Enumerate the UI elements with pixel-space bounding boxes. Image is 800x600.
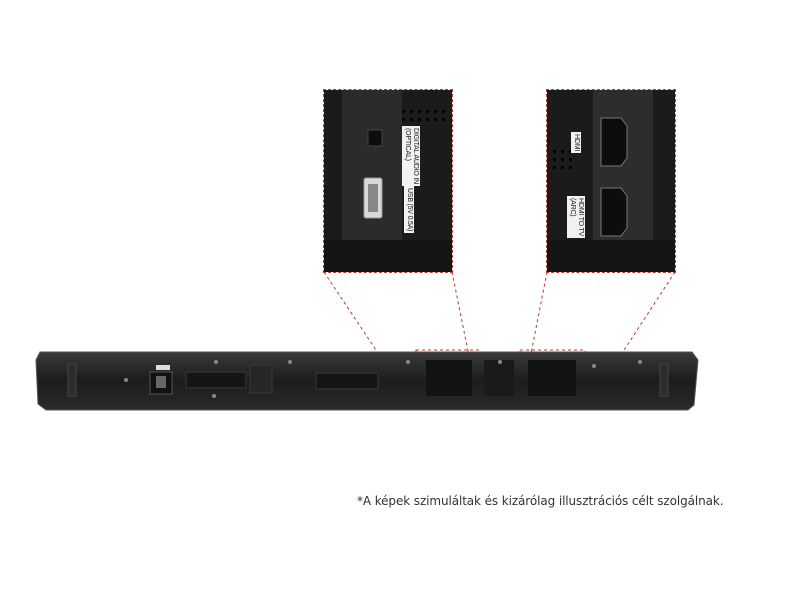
zoom-optical-usb: DIGITAL AUDIO IN (OPTICAL) USB (5V 0.5A) (323, 89, 453, 273)
optical-port-label: DIGITAL AUDIO IN (OPTICAL) (402, 126, 420, 186)
disclaimer-text: *A képek szimuláltak és kizárólag illusz… (357, 494, 724, 508)
hdmi-arc-port-label: HDMI TO TV (ARC) (567, 196, 585, 239)
usb-port-label: USB (5V 0.5A) (404, 186, 414, 234)
hdmi-port-label: HDMI (571, 132, 581, 154)
optical-usb-port-photo (324, 90, 452, 272)
zoom-hdmi: HDMI HDMI TO TV (ARC) (546, 89, 676, 273)
hdmi-port-photo (547, 90, 675, 272)
